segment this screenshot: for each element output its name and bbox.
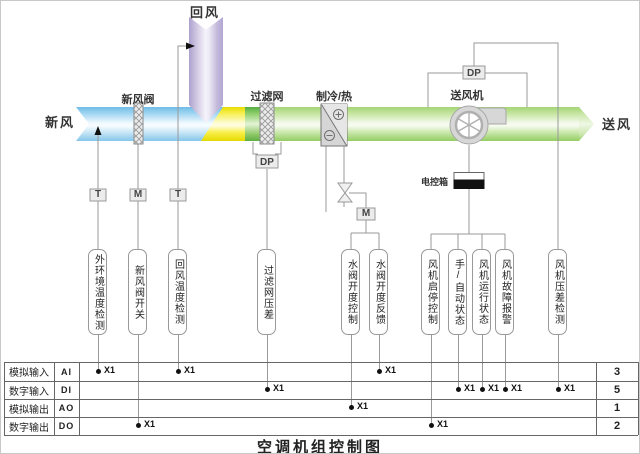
table-row-total: 2	[596, 417, 638, 435]
io-dot	[136, 423, 141, 428]
io-dot	[556, 387, 561, 392]
table-vline	[79, 362, 80, 435]
table-row-code: AI	[54, 362, 79, 381]
io-mark: X1	[385, 365, 396, 375]
return-temp-probe-arrow	[186, 43, 195, 50]
return-air-label: 回风	[190, 2, 220, 21]
table-row-code: DI	[54, 381, 79, 399]
signal-box: 手/自动状态	[448, 249, 467, 335]
table-row-code: AO	[54, 399, 79, 417]
io-mark: X1	[273, 383, 284, 393]
table-row-name: 模拟输出	[4, 399, 54, 417]
signal-box: 回风温度检测	[168, 249, 187, 335]
signal-label: 风机故障报警	[500, 259, 510, 325]
m-water-valve-tag: M	[357, 208, 375, 220]
io-mark: X1	[184, 365, 195, 375]
signal-label: 风机压差检测	[553, 259, 563, 325]
io-mark: X1	[357, 401, 368, 411]
io-dot	[456, 387, 461, 392]
signal-box: 水阀开度反馈	[369, 249, 388, 335]
fresh-air-label: 新风	[45, 112, 75, 131]
cool-heat-coil	[321, 104, 347, 146]
table-row-name: 数字输入	[4, 381, 54, 399]
table-row-code: DO	[54, 417, 79, 435]
io-mark: X1	[464, 383, 475, 393]
io-dot	[176, 369, 181, 374]
table-hline	[4, 399, 638, 400]
signal-label: 风机启停控制	[426, 259, 436, 325]
fresh-air-damper	[134, 103, 143, 144]
outdoor-temp-probe-arrow	[95, 126, 102, 135]
table-row-name: 模拟输入	[4, 362, 54, 381]
io-mark: X1	[104, 365, 115, 375]
signal-label: 水阀开度反馈	[374, 259, 384, 325]
dp-fan-tag: DP	[463, 67, 485, 80]
io-mark: X1	[511, 383, 522, 393]
io-mark: X1	[564, 383, 575, 393]
io-dot	[503, 387, 508, 392]
io-mark: X1	[437, 419, 448, 429]
dp-filter-tag: DP	[256, 156, 278, 169]
cool-heat-label: 制冷/热	[311, 88, 357, 104]
signal-label: 过滤网压差	[262, 265, 272, 320]
t-return-tag: T	[170, 189, 186, 201]
table-hline	[4, 417, 638, 418]
table-row-total: 1	[596, 399, 638, 417]
io-dot	[96, 369, 101, 374]
signal-label: 手/自动状态	[453, 259, 463, 326]
signal-label: 外环境温度检测	[93, 254, 103, 331]
supply-air-label: 送风	[602, 114, 632, 133]
signal-label: 水阀开度控制	[346, 259, 356, 325]
io-mark: X1	[144, 419, 155, 429]
table-hline	[4, 381, 638, 382]
table-row-name: 数字输出	[4, 417, 54, 435]
io-dot	[429, 423, 434, 428]
io-dot	[349, 405, 354, 410]
io-mark: X1	[488, 383, 499, 393]
signal-box: 外环境温度检测	[88, 249, 107, 335]
signal-label: 回风温度检测	[173, 259, 183, 325]
signal-box: 风机压差检测	[548, 249, 567, 335]
table-hline	[4, 362, 638, 363]
table-vline	[638, 362, 639, 435]
control-box-label: 电控箱	[421, 175, 448, 188]
supply-fan-symbol	[450, 106, 506, 144]
signal-box: 风机启停控制	[421, 249, 440, 335]
filter-label: 过滤网	[245, 88, 289, 104]
t-outdoor-tag: T	[90, 189, 106, 201]
table-row-total: 5	[596, 381, 638, 399]
signal-box: 过滤网压差	[257, 249, 276, 335]
fresh-air-valve-label: 新风阀	[116, 91, 160, 107]
table-row-total: 3	[596, 362, 638, 381]
electric-control-box	[454, 173, 484, 189]
signal-box: 风机故障报警	[495, 249, 514, 335]
m-fresh-valve-tag: M	[130, 189, 146, 201]
signal-box: 新风阀开关	[128, 249, 147, 335]
io-dot	[480, 387, 485, 392]
signal-box: 水阀开度控制	[341, 249, 360, 335]
io-dot	[377, 369, 382, 374]
signal-box: 风机运行状态	[472, 249, 491, 335]
io-dot	[265, 387, 270, 392]
filter-element	[260, 103, 274, 144]
supply-fan-label: 送风机	[445, 87, 489, 103]
signal-label: 新风阀开关	[133, 265, 143, 320]
diagram-title: 空调机组控制图	[1, 436, 639, 454]
signal-label: 风机运行状态	[477, 259, 487, 325]
